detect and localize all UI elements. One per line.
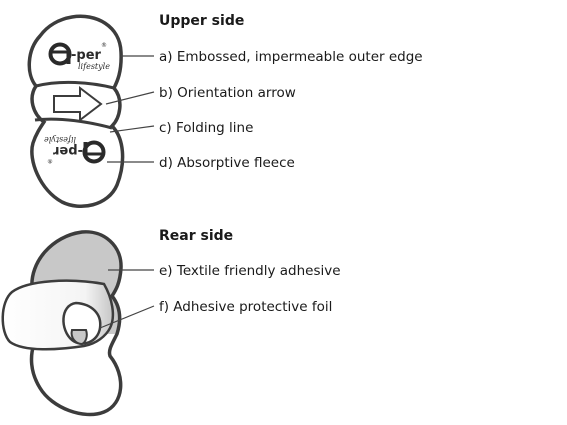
logo-lower: -per ® lifestyle (44, 135, 106, 164)
rear-side-heading: Rear side (159, 228, 233, 244)
logo-tagline-rotated: lifestyle (44, 135, 76, 144)
upper-side-heading: Upper side (159, 13, 244, 29)
foil-curl-inner (70, 329, 88, 346)
label-e: e) Textile friendly adhesive (159, 263, 341, 279)
orientation-arrow (53, 85, 103, 123)
rear-side-pad (1, 230, 123, 417)
leader-f (99, 305, 155, 329)
embossed-edge-upper (35, 80, 115, 90)
label-d: d) Absorptive fleece (159, 155, 295, 171)
logo-registered-rotated: ® (47, 157, 53, 164)
logo-text: -per (71, 48, 102, 63)
label-c: c) Folding line (159, 120, 253, 136)
pad-outline-rear (29, 230, 123, 417)
logo-tagline: lifestyle (78, 62, 110, 71)
label-a: a) Embossed, impermeable outer edge (159, 49, 423, 65)
logo-text-rotated: -per (52, 143, 83, 158)
logo-upper: -per ® lifestyle (48, 42, 110, 71)
leader-c (109, 125, 155, 133)
upper-side-pad: -per ® lifestyle -per ® lifestyle (27, 14, 125, 209)
label-b: b) Orientation arrow (159, 85, 296, 101)
leader-b (105, 91, 155, 105)
folding-line (34, 117, 113, 130)
logo-registered: ® (101, 42, 107, 49)
label-f: f) Adhesive protective foil (159, 299, 332, 315)
